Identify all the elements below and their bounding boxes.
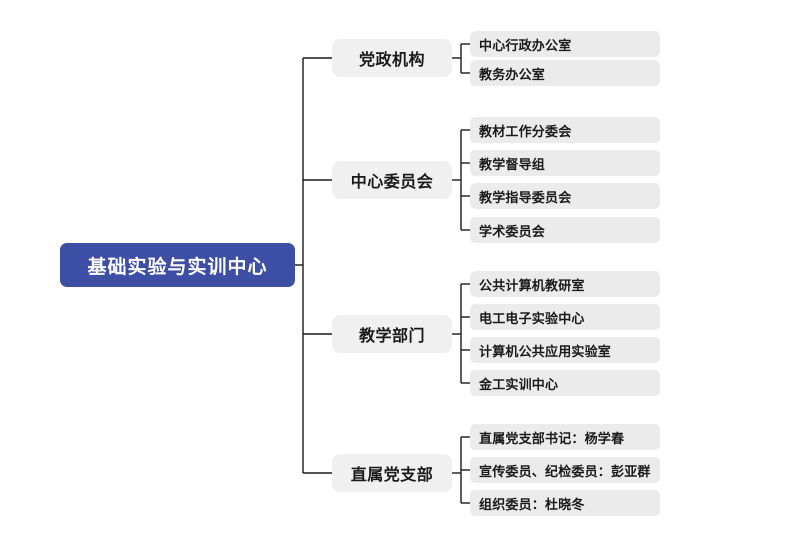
root-node[interactable]: 基础实验与实训中心 <box>60 243 295 287</box>
leaf-node-label: 电工电子实验中心 <box>479 310 585 326</box>
leaf-node-label: 教务办公室 <box>479 66 546 82</box>
leaf-node[interactable]: 教学督导组 <box>470 150 660 176</box>
leaf-node-label: 公共计算机教研室 <box>479 277 585 293</box>
leaf-node[interactable]: 学术委员会 <box>470 217 660 243</box>
leaf-node[interactable]: 金工实训中心 <box>470 370 660 396</box>
leaf-node-label: 教学指导委员会 <box>479 189 572 205</box>
leaf-node[interactable]: 计算机公共应用实验室 <box>470 337 660 363</box>
leaf-node[interactable]: 直属党支部书记：杨学春 <box>470 424 660 450</box>
leaf-node[interactable]: 宣传委员、纪检委员：彭亚群 <box>470 457 660 483</box>
branch-node-center-committee[interactable]: 中心委员会 <box>332 161 452 199</box>
leaf-node-label: 中心行政办公室 <box>479 37 572 53</box>
leaf-node[interactable]: 组织委员：杜晓冬 <box>470 490 660 516</box>
branch-node-party-branch[interactable]: 直属党支部 <box>332 454 452 492</box>
root-node-label: 基础实验与实训中心 <box>87 256 268 278</box>
leaf-node[interactable]: 中心行政办公室 <box>470 31 660 57</box>
leaf-node-label: 组织委员：杜晓冬 <box>479 496 585 512</box>
branch-node-label: 直属党支部 <box>350 467 434 484</box>
branch-node-label: 党政机构 <box>358 52 425 69</box>
leaf-node-label: 宣传委员、纪检委员：彭亚群 <box>479 463 651 479</box>
leaf-node-label: 直属党支部书记：杨学春 <box>479 430 625 446</box>
leaf-node[interactable]: 电工电子实验中心 <box>470 304 660 330</box>
leaf-node-label: 金工实训中心 <box>479 376 559 392</box>
leaf-node[interactable]: 教学指导委员会 <box>470 183 660 209</box>
leaf-node-label: 计算机公共应用实验室 <box>479 343 612 359</box>
leaf-node-label: 学术委员会 <box>479 223 546 239</box>
leaf-node-label: 教学督导组 <box>479 156 546 172</box>
leaf-node[interactable]: 教务办公室 <box>470 60 660 86</box>
leaf-node[interactable]: 教材工作分委会 <box>470 117 660 143</box>
branch-node-teaching-departments[interactable]: 教学部门 <box>332 315 452 353</box>
leaf-node-label: 教材工作分委会 <box>479 123 572 139</box>
branch-node-label: 中心委员会 <box>350 174 434 191</box>
branch-node-party-government[interactable]: 党政机构 <box>332 39 452 77</box>
branch-node-label: 教学部门 <box>358 328 425 345</box>
leaf-node[interactable]: 公共计算机教研室 <box>470 271 660 297</box>
